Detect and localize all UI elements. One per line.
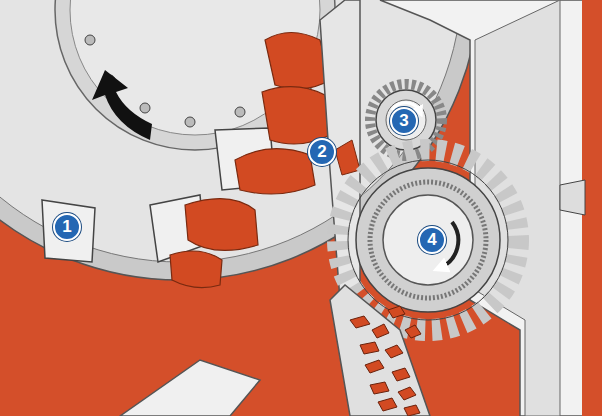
cutter-outline: [348, 160, 508, 320]
cutter-ring: [370, 182, 486, 298]
cutter-body: [356, 168, 500, 312]
chips: [350, 306, 421, 416]
callout-number: 1: [53, 213, 81, 241]
base-plate: [120, 360, 260, 416]
latch: [560, 180, 585, 215]
feed-roller-hub: [386, 100, 426, 140]
wood-strip: [335, 140, 360, 175]
rotation-arrow: [92, 70, 152, 140]
discharge-chute: [330, 285, 430, 416]
cutter-hub: [383, 195, 473, 285]
paddle: [42, 200, 95, 262]
callout-number: 2: [308, 138, 336, 166]
wood-pieces: [170, 33, 330, 288]
drum-hub: [55, 0, 335, 150]
callout-number: 3: [390, 107, 418, 135]
callout-number: 4: [418, 226, 446, 254]
